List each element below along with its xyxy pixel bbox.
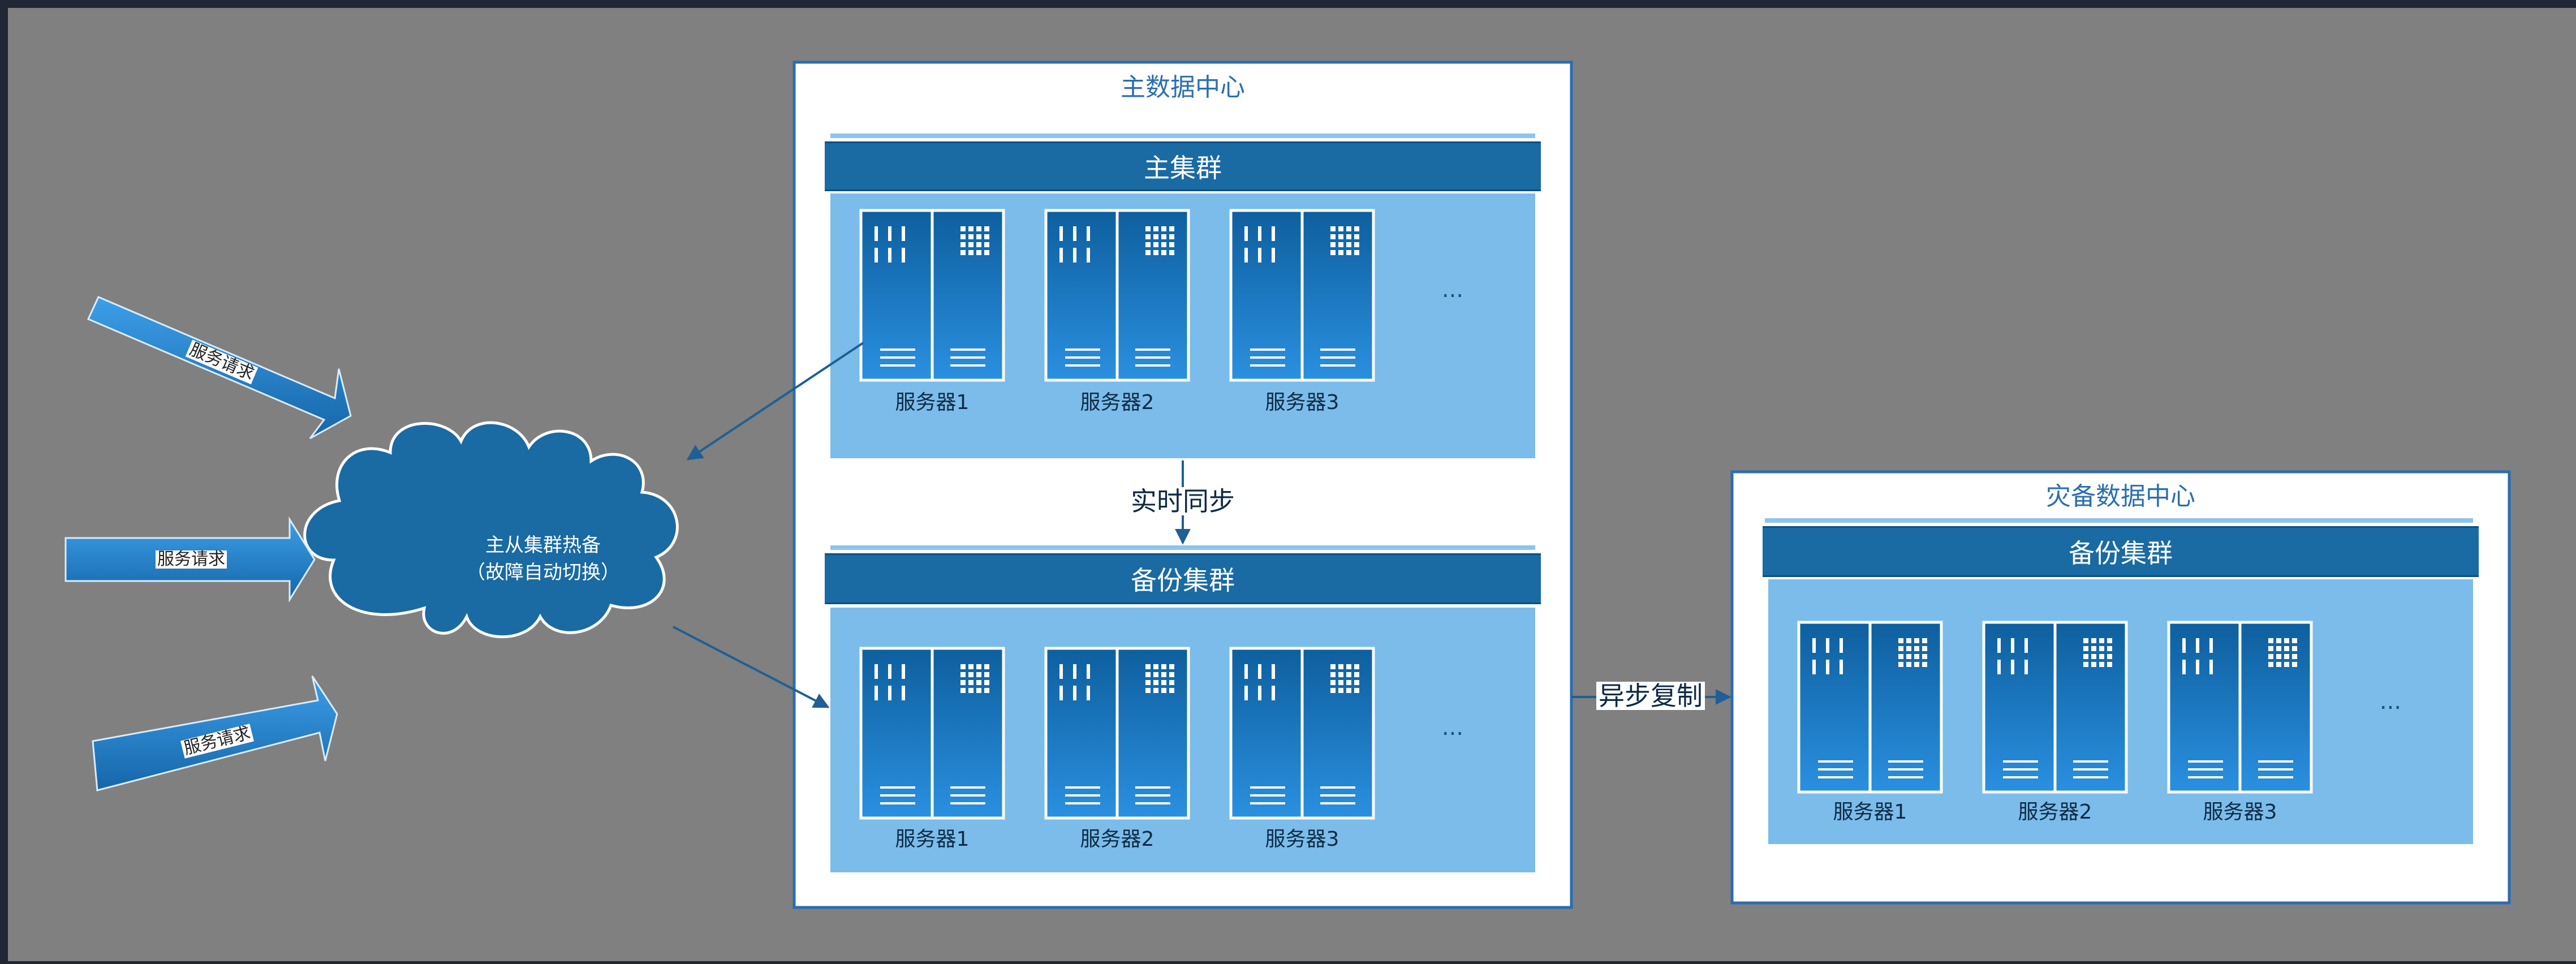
backup-server-1-rack bbox=[859, 647, 1005, 820]
dr-server-1-rack bbox=[1797, 621, 1943, 794]
dr-server-1-label: 服务器1 bbox=[1833, 801, 1907, 824]
main-server-3-rack bbox=[1229, 209, 1375, 382]
cloud-label-line1: 主从集群热备 bbox=[485, 534, 601, 557]
request-label-middle: 服务请求 bbox=[156, 550, 227, 569]
dr-server-2-rack bbox=[1982, 621, 2128, 794]
backup-server-3-rack bbox=[1229, 647, 1375, 820]
cloud-shape bbox=[303, 421, 679, 639]
main-cluster-label: 主集群 bbox=[1144, 153, 1222, 183]
dr-datacenter-title: 灾备数据中心 bbox=[2046, 482, 2195, 511]
edge-cloud-to-backup bbox=[673, 626, 830, 708]
backup-server-2-label: 服务器2 bbox=[1080, 828, 1155, 851]
main-server-3-label: 服务器3 bbox=[1265, 391, 1339, 414]
main-server-2-rack bbox=[1044, 209, 1190, 382]
backup-cluster-label: 备份集群 bbox=[1131, 565, 1235, 596]
primary-datacenter-title: 主数据中心 bbox=[1121, 73, 1245, 102]
backup-server-3-label: 服务器3 bbox=[1265, 828, 1339, 851]
cloud-label-line2: （故障自动切换） bbox=[466, 561, 620, 584]
dr-cluster-header: 备份集群 bbox=[1763, 526, 2479, 577]
realtime-sync-label: 实时同步 bbox=[1128, 487, 1237, 515]
main-server-1-rack bbox=[859, 209, 1005, 382]
dr-server-3-label: 服务器3 bbox=[2203, 801, 2277, 824]
dr-cluster-more: ... bbox=[2379, 688, 2402, 715]
async-replication-label: 异步复制 bbox=[1596, 682, 1705, 710]
dr-cluster-label: 备份集群 bbox=[2069, 538, 2173, 569]
main-cluster-header: 主集群 bbox=[825, 141, 1541, 191]
edge-cloud-to-main bbox=[686, 342, 864, 461]
server-racks bbox=[859, 209, 2313, 820]
dr-server-2-label: 服务器2 bbox=[2018, 801, 2092, 824]
main-cluster-more: ... bbox=[1441, 277, 1464, 303]
backup-cluster-more: ... bbox=[1441, 715, 1464, 741]
backup-cluster-header: 备份集群 bbox=[825, 553, 1541, 604]
backup-server-2-rack bbox=[1044, 647, 1190, 820]
backup-server-1-label: 服务器1 bbox=[895, 828, 970, 851]
main-server-2-label: 服务器2 bbox=[1080, 391, 1155, 414]
dr-server-3-rack bbox=[2167, 621, 2313, 794]
main-server-1-label: 服务器1 bbox=[895, 391, 970, 414]
